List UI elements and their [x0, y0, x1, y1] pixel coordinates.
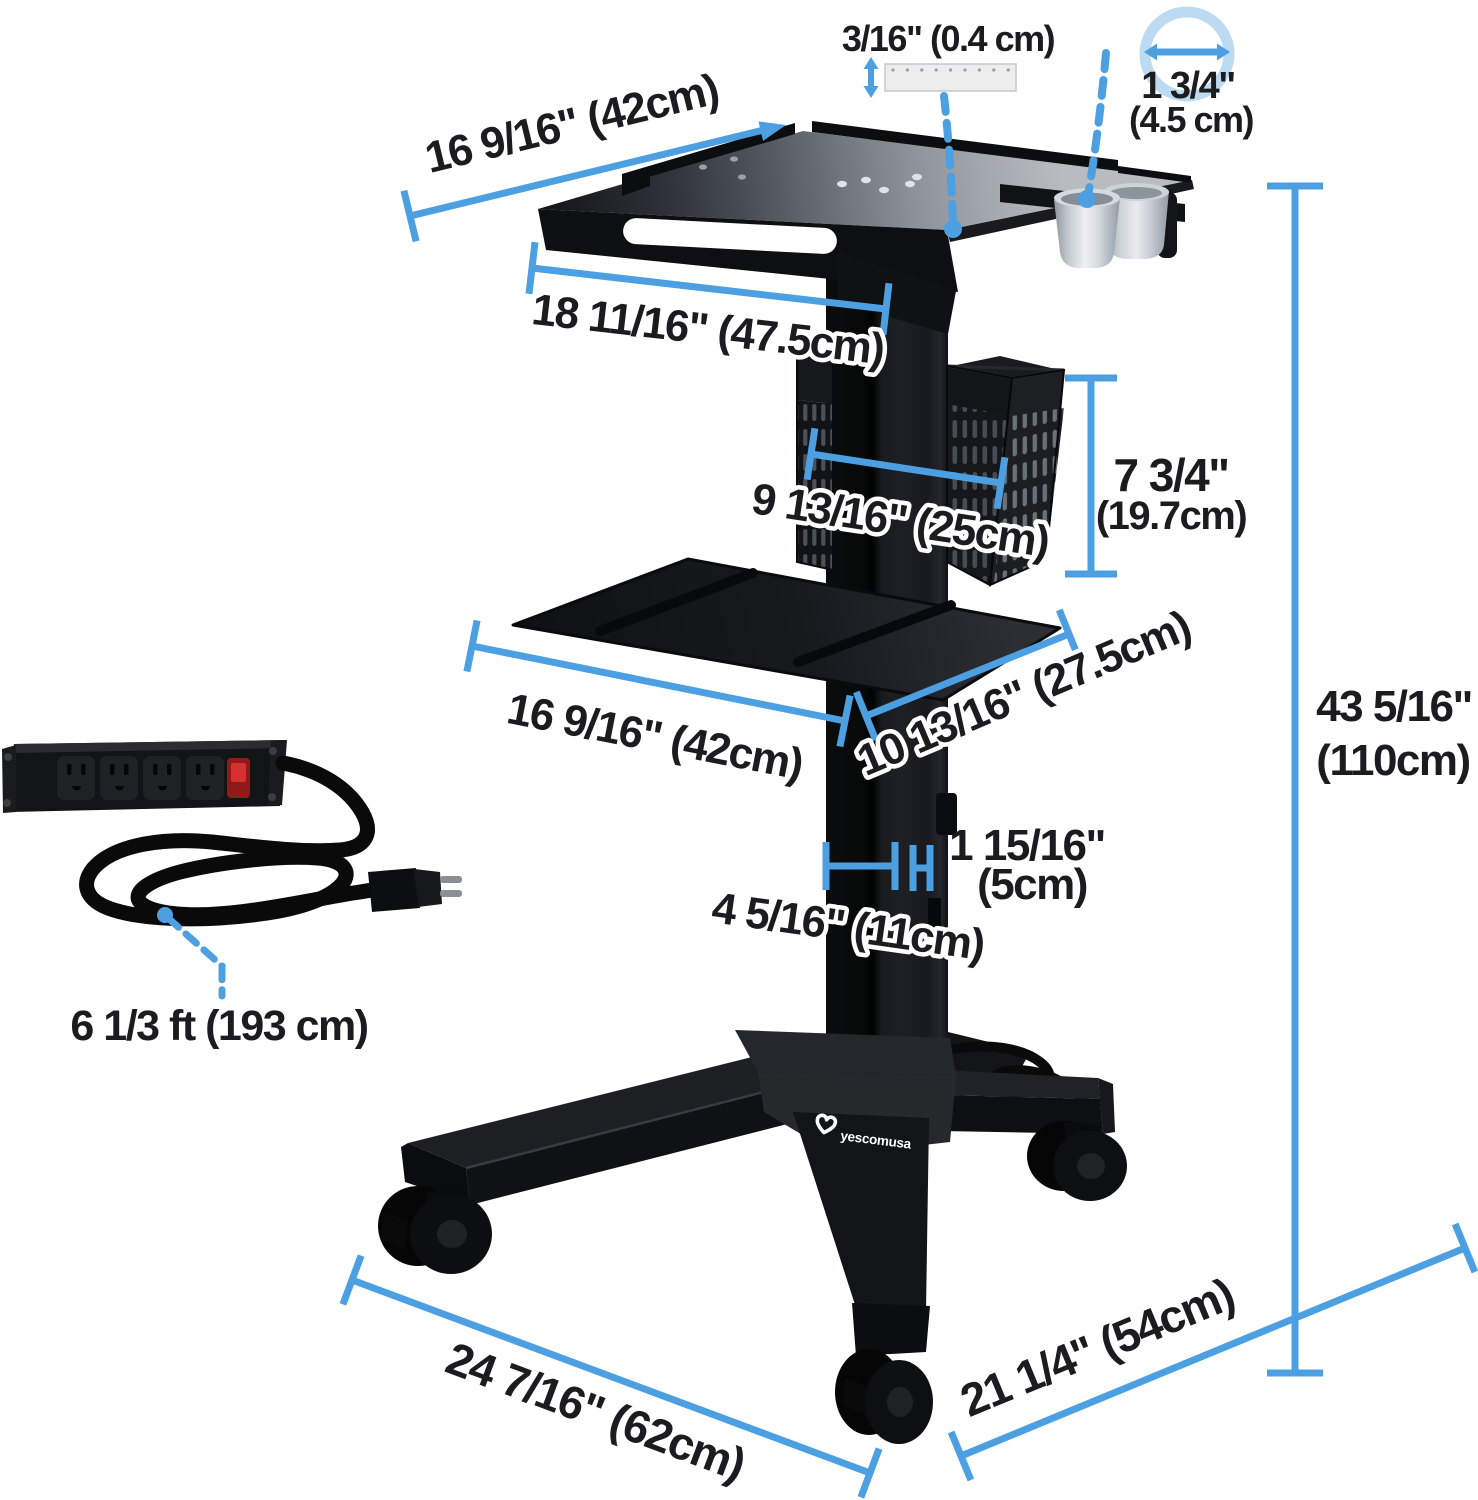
svg-text:43 5/16": 43 5/16" — [1316, 682, 1472, 731]
svg-text:(110cm): (110cm) — [1316, 736, 1469, 785]
svg-text:3/16" (0.4 cm): 3/16" (0.4 cm) — [842, 18, 1055, 59]
svg-text:16 9/16" (42cm): 16 9/16" (42cm) — [503, 684, 806, 789]
svg-text:1 3/4": 1 3/4" — [1141, 65, 1235, 107]
svg-text:1 15/16": 1 15/16" — [949, 821, 1105, 870]
svg-text:(4.5 cm): (4.5 cm) — [1129, 99, 1254, 140]
svg-text:(5cm): (5cm) — [977, 860, 1087, 909]
svg-text:7 3/4": 7 3/4" — [1113, 449, 1228, 501]
svg-text:(19.7cm): (19.7cm) — [1096, 494, 1246, 538]
svg-text:6 1/3 ft (193 cm): 6 1/3 ft (193 cm) — [70, 1002, 367, 1050]
